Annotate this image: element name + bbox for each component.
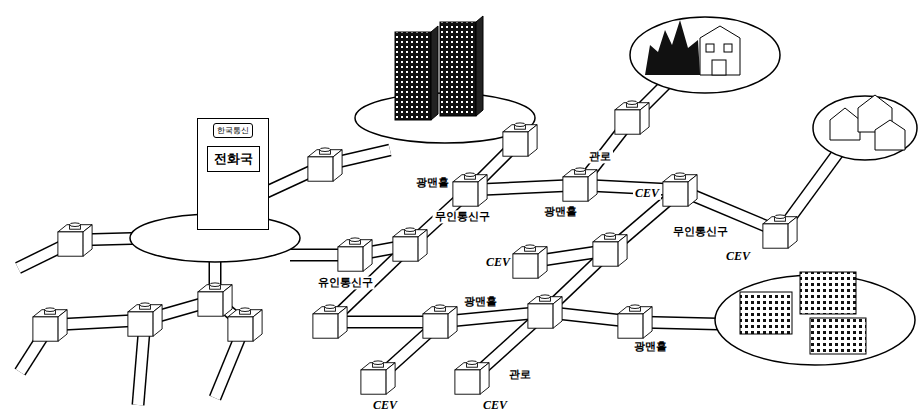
part-label: CEV xyxy=(633,186,661,200)
part-label: 광맨홀 xyxy=(462,295,499,308)
part-label: 광맨홀 xyxy=(414,176,451,189)
manholes xyxy=(33,101,797,394)
part-label: 광맨홀 xyxy=(542,205,579,218)
part-label: 유인통신구 xyxy=(316,276,375,289)
part-label: 무인통신구 xyxy=(433,210,492,223)
part-label: CEV xyxy=(481,398,509,412)
part-label: CEV xyxy=(484,255,512,269)
part-label: CEV xyxy=(724,249,752,263)
part-label: 관로 xyxy=(587,150,613,163)
building-name: 전화국 xyxy=(207,146,260,172)
part-label: CEV xyxy=(371,398,399,412)
duct-pipes xyxy=(18,80,840,405)
office-building: 한국통신전화국 xyxy=(197,118,269,230)
sign-text: 한국통신 xyxy=(213,123,253,138)
part-label: 관로 xyxy=(507,368,533,381)
house-platform-right xyxy=(813,95,917,160)
house-platform-top xyxy=(630,17,780,93)
tower-platform xyxy=(355,16,535,143)
part-label: 무인통신구 xyxy=(671,225,730,238)
part-label: 광맨홀 xyxy=(632,340,669,353)
apartment-platform xyxy=(715,272,915,365)
